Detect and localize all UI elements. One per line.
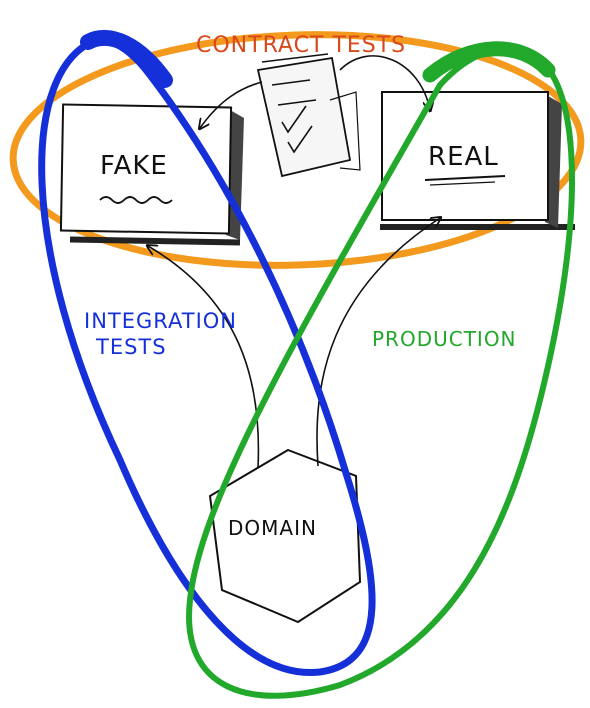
integration-tests-loop xyxy=(38,36,376,677)
fake-label: FAKE xyxy=(100,151,168,181)
domain-label: DOMAIN xyxy=(228,516,317,540)
contract-tests-ellipse xyxy=(9,31,585,269)
arrow-icon xyxy=(148,246,260,469)
real-underline xyxy=(424,175,506,181)
production-label: PRODUCTION xyxy=(372,327,517,351)
domain-hexagon xyxy=(208,448,362,624)
contract-tests-label: CONTRACT TESTS xyxy=(196,33,406,58)
arrow-icon xyxy=(339,55,430,110)
integration-tests-label-line1: INTEGRATION xyxy=(84,309,237,333)
real-monitor xyxy=(380,91,575,230)
squiggle-underline xyxy=(99,196,173,204)
integration-tests-label-line2: TESTS xyxy=(95,335,167,359)
fake-monitor-screen xyxy=(59,103,233,235)
real-monitor-screen xyxy=(381,91,549,221)
arrow-icon xyxy=(316,218,440,467)
document-checklist-icon xyxy=(256,53,361,178)
production-loop xyxy=(186,45,576,699)
arrow-icon xyxy=(200,81,263,128)
real-label: REAL xyxy=(428,142,499,172)
